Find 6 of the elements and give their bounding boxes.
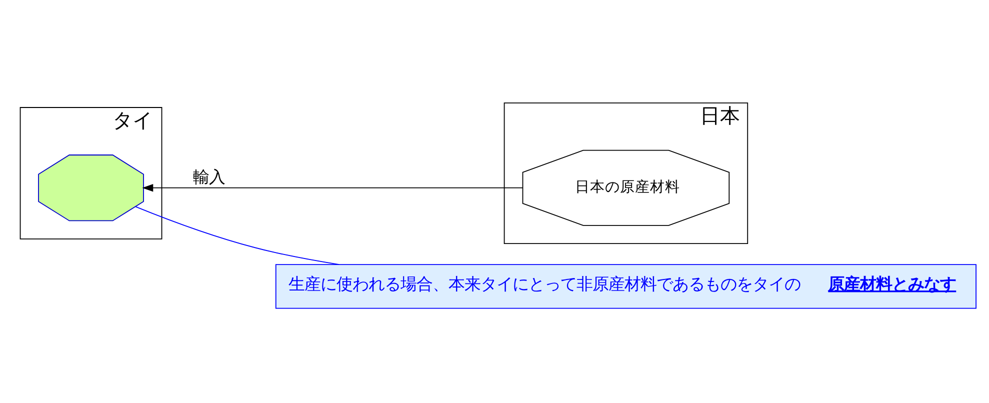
node-octagon [38,154,144,221]
cluster: タイ [20,106,162,239]
connector [135,206,340,264]
node-box: 生産に使われる場合、本来タイにとって非原産材料であるものをタイの原産材料とみなす [275,264,976,308]
arrow [142,184,524,192]
edge-label: 輸入 [192,167,225,186]
